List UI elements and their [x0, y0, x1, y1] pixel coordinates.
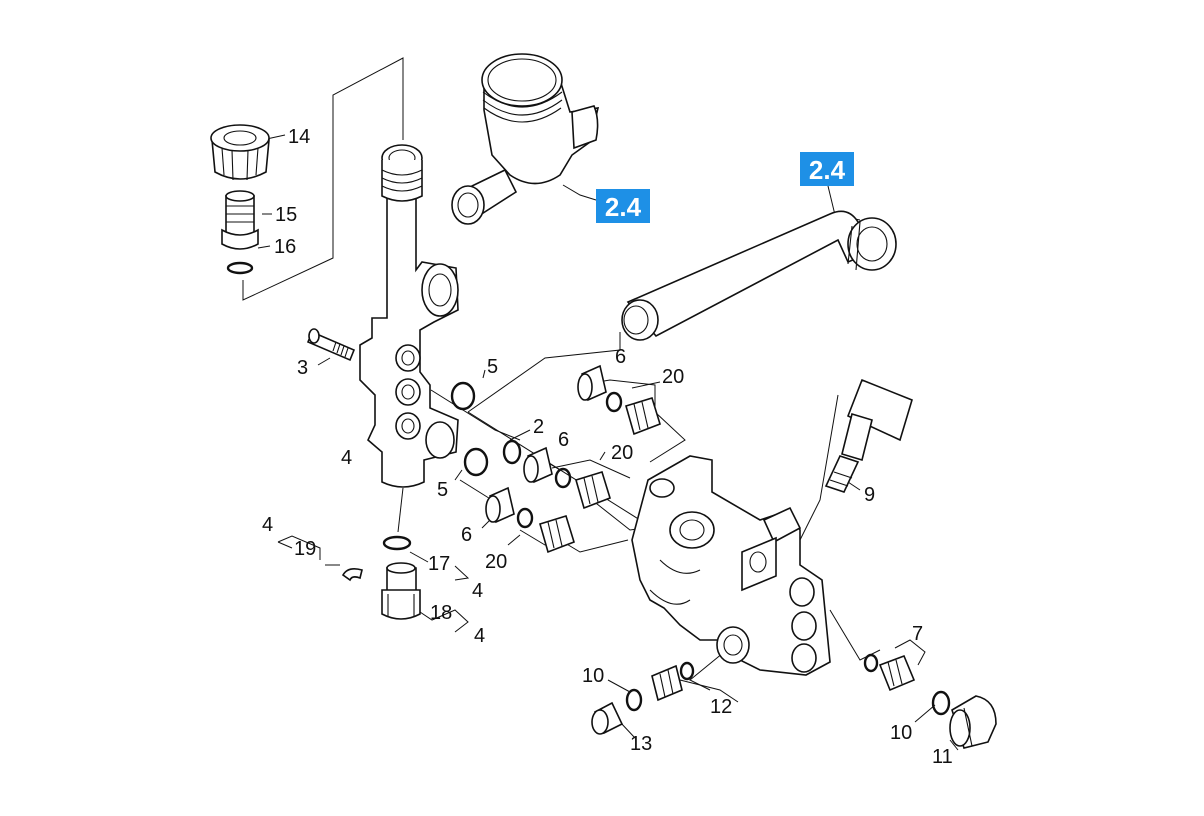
reference-badge-b-bg: [800, 152, 854, 186]
valve-plugs: [485, 364, 607, 524]
bottom-fittings: [591, 654, 997, 749]
callout-10a: 10: [582, 665, 604, 687]
callout-numbers: 14 15 16 3 5 6 20 2 6 20 4 5 9 6 20 4 19…: [262, 126, 953, 768]
callout-20a: 20: [662, 366, 684, 388]
callout-18: 18: [430, 602, 452, 624]
pump-head: [631, 455, 831, 676]
callout-2: 2: [533, 416, 544, 438]
reference-badge-b[interactable]: 2.4: [800, 152, 854, 186]
callout-14: 14: [288, 126, 310, 148]
callout-7: 7: [912, 623, 923, 645]
o-ring-17: [382, 535, 412, 551]
filter-housing: [451, 53, 600, 225]
o-ring-12: [679, 661, 695, 681]
o-ring-10b: [931, 690, 951, 716]
o-ring-6a: [605, 391, 623, 413]
o-ring-6b: [554, 467, 572, 489]
o-ring-6c: [516, 507, 534, 529]
union-nut: [210, 124, 270, 181]
callout-11: 11: [932, 746, 953, 768]
reference-badge-a-label: 2.4: [605, 192, 642, 222]
valve-cartridges: [539, 397, 661, 554]
o-rings: [382, 381, 951, 716]
o-ring-5b: [463, 447, 489, 477]
callout-4c: 4: [472, 580, 483, 602]
outlet-pipe: [621, 210, 897, 341]
manifold: [359, 144, 459, 488]
o-ring-10a: [625, 688, 643, 712]
bottom-left-fittings: [341, 562, 421, 620]
callout-6b: 6: [558, 429, 569, 451]
reference-badge-b-label: 2.4: [809, 155, 846, 185]
callout-5a: 5: [487, 356, 498, 378]
callout-3: 3: [297, 357, 308, 379]
callout-19: 19: [294, 538, 316, 560]
callout-10b: 10: [890, 722, 912, 744]
callout-17: 17: [428, 553, 450, 575]
o-ring-2: [502, 439, 522, 465]
callout-6c: 6: [461, 524, 472, 546]
callout-15: 15: [275, 204, 297, 226]
callout-20c: 20: [485, 551, 507, 573]
bolt: [306, 328, 356, 362]
reference-badge-a[interactable]: 2.4: [596, 189, 650, 223]
callout-9: 9: [864, 484, 875, 506]
reference-badge-a-bg: [596, 189, 650, 223]
callout-4b: 4: [262, 514, 273, 536]
hose-nipple: [221, 190, 259, 250]
o-ring-7: [863, 653, 879, 673]
callout-4d: 4: [474, 625, 485, 647]
callout-13: 13: [630, 733, 652, 755]
o-ring-5a: [450, 381, 476, 411]
callout-6a: 6: [615, 346, 626, 368]
callout-5b: 5: [437, 479, 448, 501]
callout-4a: 4: [341, 447, 352, 469]
callout-16: 16: [274, 236, 296, 258]
callout-20b: 20: [611, 442, 633, 464]
o-ring-16: [226, 261, 254, 275]
control-knob: [824, 378, 913, 493]
callout-12: 12: [710, 696, 732, 718]
